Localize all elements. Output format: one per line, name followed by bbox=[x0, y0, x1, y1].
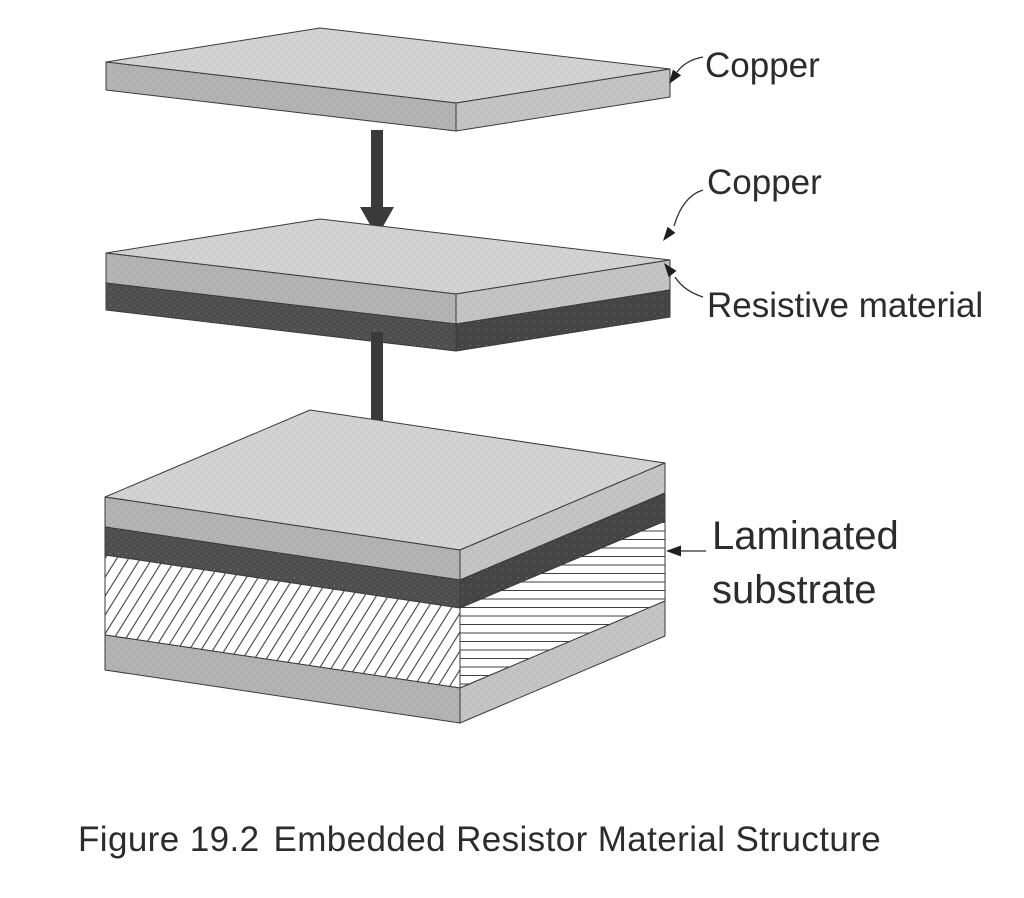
speckle-overlay bbox=[105, 410, 665, 550]
speckle-overlay bbox=[106, 62, 456, 131]
down-arrow-icon bbox=[360, 130, 394, 237]
label-resistive-material: Resistive material bbox=[707, 286, 983, 325]
speckle-overlay bbox=[106, 28, 670, 103]
horizontal-hatch-overlay bbox=[460, 521, 665, 688]
speckle-overlay bbox=[106, 283, 456, 351]
figure-title: Embedded Resistor Material Structure bbox=[273, 820, 881, 859]
speckle-overlay bbox=[105, 635, 460, 723]
down-arrow-icon bbox=[360, 332, 394, 475]
speckle-overlay bbox=[460, 601, 665, 723]
middle-plate bbox=[105, 218, 671, 352]
leader-arrowhead-icon bbox=[669, 69, 682, 84]
speckle-overlay bbox=[456, 290, 670, 351]
speckle-overlay bbox=[456, 69, 670, 131]
leader-arrowhead-icon bbox=[663, 226, 676, 241]
figure-number: Figure 19.2 bbox=[78, 820, 259, 859]
speckle-overlay bbox=[105, 527, 460, 608]
label-laminated-line2: substrate bbox=[712, 568, 877, 612]
speckle-overlay bbox=[105, 497, 460, 580]
leader-copper-top bbox=[669, 56, 704, 84]
speckle-overlay bbox=[106, 219, 670, 294]
speckle-overlay bbox=[460, 493, 665, 608]
leader-resistive-material bbox=[664, 263, 704, 298]
figure-caption: Figure 19.2 Embedded Resistor Material St… bbox=[78, 820, 881, 859]
label-copper-middle: Copper bbox=[707, 163, 822, 202]
diagonal-hatch-overlay bbox=[105, 555, 460, 688]
laminated-substrate-block bbox=[104, 409, 666, 724]
leader-arrowhead-icon bbox=[666, 545, 681, 557]
speckle-overlay bbox=[456, 260, 670, 324]
speckle-overlay bbox=[106, 253, 456, 324]
label-copper-top: Copper bbox=[705, 46, 820, 85]
leader-arrowhead-icon bbox=[664, 263, 677, 278]
leader-copper-middle bbox=[663, 189, 704, 241]
top-copper-plate bbox=[105, 27, 671, 132]
label-laminated-line1: Laminated bbox=[712, 514, 899, 558]
speckle-overlay bbox=[460, 463, 665, 580]
leader-laminated-substrate bbox=[666, 545, 706, 557]
